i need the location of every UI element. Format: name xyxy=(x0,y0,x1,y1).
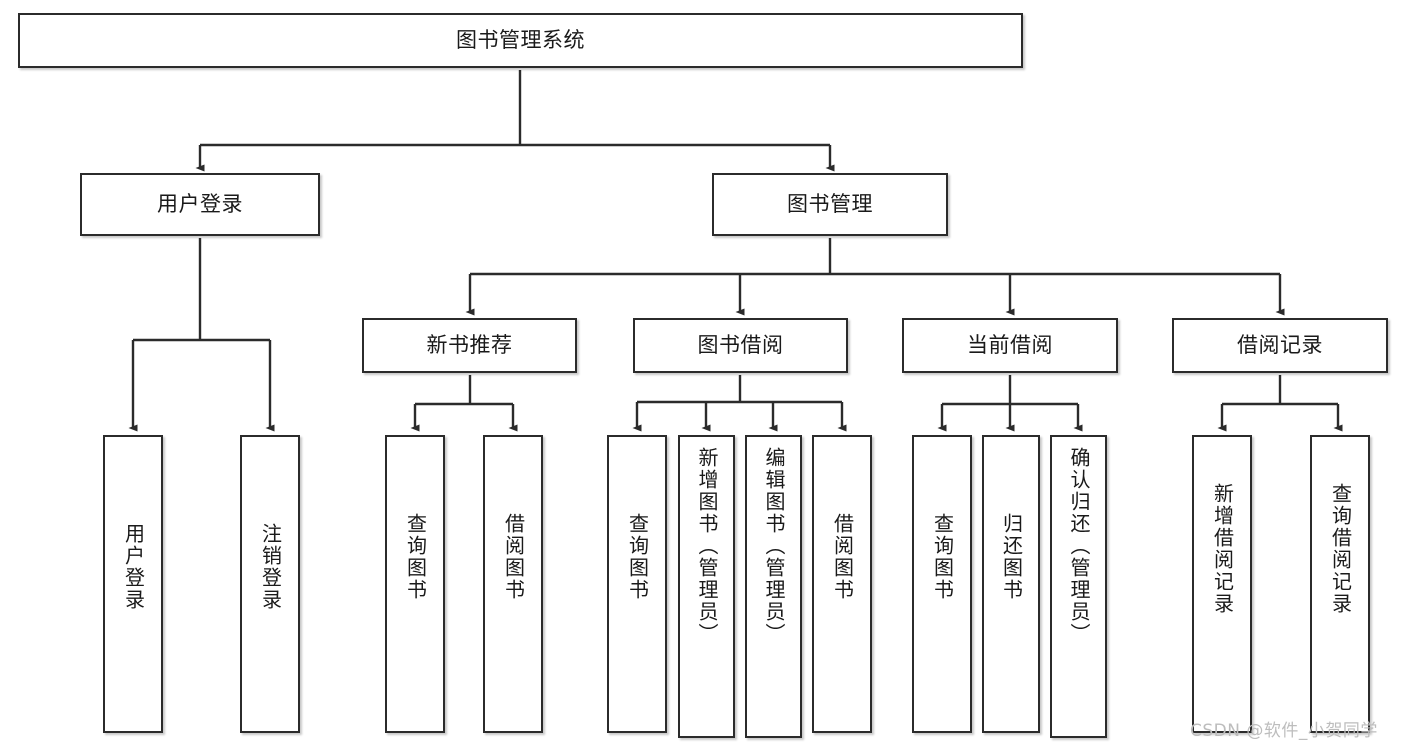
node-label: 借阅图书 xyxy=(501,513,526,601)
node-label: 查询图书 xyxy=(930,513,955,601)
leaf-borrow-book[interactable]: 借阅图书 xyxy=(812,435,872,733)
leaf-return-book[interactable]: 归还图书 xyxy=(982,435,1040,733)
node-label: 编辑图书（管理员） xyxy=(762,447,786,645)
node-label: 用户登录 xyxy=(157,191,243,216)
leaf-borrow-book-recommend[interactable]: 借阅图书 xyxy=(483,435,543,733)
node-borrow-record[interactable]: 借阅记录 xyxy=(1172,318,1388,373)
node-label: 用户登录 xyxy=(121,523,146,611)
node-label: 图书管理 xyxy=(787,191,873,216)
leaf-add-borrow-record[interactable]: 新增借阅记录 xyxy=(1192,435,1252,733)
node-book-management[interactable]: 图书管理 xyxy=(712,173,948,236)
leaf-query-book-recommend[interactable]: 查询图书 xyxy=(385,435,445,733)
node-label: 图书借阅 xyxy=(697,332,784,357)
node-label: 新增借阅记录 xyxy=(1210,483,1235,615)
leaf-edit-book-admin[interactable]: 编辑图书（管理员） xyxy=(745,435,802,738)
node-label: 查询图书 xyxy=(625,513,650,601)
node-label: 新增图书（管理员） xyxy=(695,447,719,645)
leaf-query-book-borrow[interactable]: 查询图书 xyxy=(607,435,667,733)
node-label: 借阅记录 xyxy=(1237,332,1323,357)
node-label: 归还图书 xyxy=(999,513,1024,601)
leaf-user-logout[interactable]: 注销登录 xyxy=(240,435,300,733)
leaf-query-book-current[interactable]: 查询图书 xyxy=(912,435,972,733)
leaf-confirm-return-admin[interactable]: 确认归还（管理员） xyxy=(1050,435,1107,738)
node-label: 图书管理系统 xyxy=(456,27,585,52)
node-label: 注销登录 xyxy=(258,523,283,611)
node-new-book-recommend[interactable]: 新书推荐 xyxy=(362,318,577,373)
node-label: 借阅图书 xyxy=(830,513,855,601)
node-book-borrow[interactable]: 图书借阅 xyxy=(633,318,848,373)
leaf-add-book-admin[interactable]: 新增图书（管理员） xyxy=(678,435,735,738)
node-current-borrow[interactable]: 当前借阅 xyxy=(902,318,1118,373)
node-root-system[interactable]: 图书管理系统 xyxy=(18,13,1023,68)
node-user-login[interactable]: 用户登录 xyxy=(80,173,320,236)
node-label: 新书推荐 xyxy=(426,332,513,357)
csdn-watermark: CSDN @软件_小贺同学 xyxy=(1190,721,1378,741)
node-label: 查询借阅记录 xyxy=(1328,483,1353,615)
node-label: 查询图书 xyxy=(403,513,428,601)
node-label: 确认归还（管理员） xyxy=(1067,447,1091,645)
leaf-user-login[interactable]: 用户登录 xyxy=(103,435,163,733)
node-label: 当前借阅 xyxy=(967,332,1053,357)
leaf-query-borrow-record[interactable]: 查询借阅记录 xyxy=(1310,435,1370,733)
